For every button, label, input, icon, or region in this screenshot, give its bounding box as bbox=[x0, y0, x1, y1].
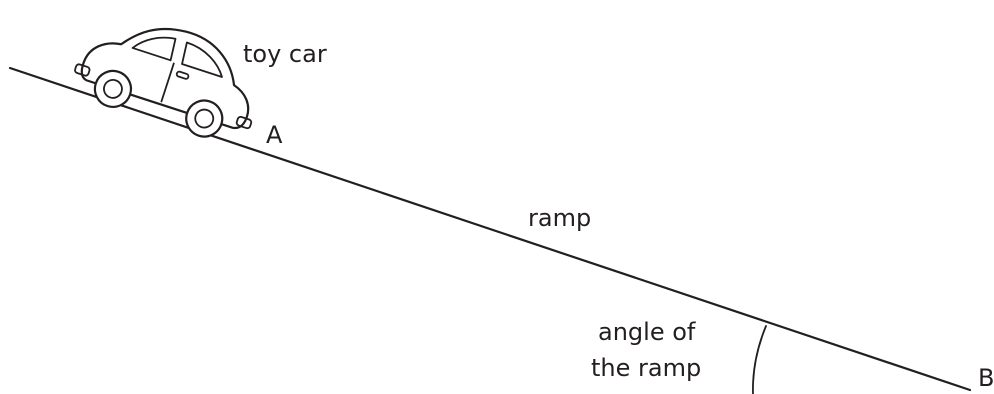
ramp-line bbox=[8, 66, 972, 392]
angle-label-line2: the ramp bbox=[591, 354, 701, 382]
toy-car-drawing bbox=[74, 27, 253, 138]
toy-car-label: toy car bbox=[243, 40, 327, 68]
car-rear-wheel bbox=[93, 69, 133, 108]
car-front-window bbox=[131, 36, 177, 62]
angle-arc bbox=[752, 325, 767, 394]
car-door-handle bbox=[175, 70, 190, 80]
car-rear-window bbox=[181, 41, 223, 78]
car-front-bumper bbox=[235, 115, 253, 130]
car-front-wheel bbox=[185, 99, 224, 138]
ramp-label: ramp bbox=[528, 204, 591, 232]
point-b-label: B bbox=[978, 364, 994, 392]
angle-label-line1: angle of bbox=[598, 318, 696, 346]
car-door-line bbox=[160, 62, 175, 103]
car-rear-bumper bbox=[74, 63, 91, 77]
point-a-label: A bbox=[266, 121, 283, 149]
car-body bbox=[80, 27, 250, 130]
